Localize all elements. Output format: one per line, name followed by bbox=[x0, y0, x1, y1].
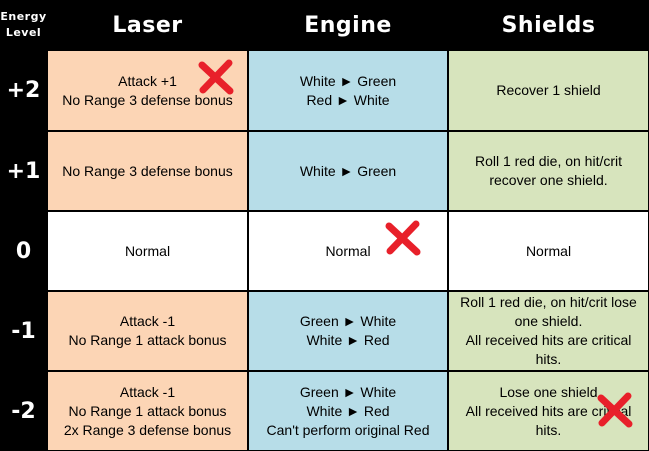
cell-line: Normal bbox=[525, 242, 572, 259]
cell-line: All received hits are critical bbox=[465, 332, 632, 348]
cell-line: hits. bbox=[535, 351, 562, 367]
level-label: +1 bbox=[0, 131, 47, 211]
engine-cell: White ► Green Red ► White bbox=[248, 50, 448, 131]
red-x-mark-icon bbox=[198, 59, 234, 95]
level-label: 0 bbox=[0, 211, 47, 291]
cell-line: recover one shield. bbox=[489, 172, 608, 188]
level-label: -2 bbox=[0, 371, 47, 451]
cell-line: Recover 1 shield bbox=[496, 82, 601, 98]
laser-cell: Attack -1 No Range 1 attack bonus bbox=[47, 291, 248, 371]
red-x-mark-icon bbox=[597, 392, 633, 428]
laser-cell: Attack +1 No Range 3 defense bonus bbox=[47, 50, 248, 131]
cell-line: Red ► White bbox=[306, 91, 390, 108]
laser-cell: Normal bbox=[47, 211, 248, 291]
cell-line: White ► Green bbox=[299, 72, 397, 89]
cell-line: No Range 3 defense bonus bbox=[62, 162, 233, 179]
engine-cell: Green ► White White ► Red bbox=[248, 291, 448, 371]
shields-cell: Recover 1 shield bbox=[448, 50, 649, 131]
shields-cell: Normal bbox=[448, 211, 649, 291]
cell-line: one shield. bbox=[514, 313, 583, 329]
cell-line: Roll 1 red die, on hit/crit bbox=[474, 153, 623, 169]
cell-line: White ► Red bbox=[306, 402, 390, 419]
engine-cell: Green ► White White ► Red Can't perform … bbox=[248, 371, 448, 451]
cell-line: No Range 3 defense bonus bbox=[62, 91, 233, 108]
cell-line: White ► Green bbox=[299, 162, 397, 179]
shields-cell: Roll 1 red die, on hit/crit lose one shi… bbox=[448, 291, 649, 371]
cell-line: Green ► White bbox=[299, 313, 397, 329]
cell-line: No Range 1 attack bonus bbox=[68, 402, 227, 419]
cell-line: Green ► White bbox=[299, 383, 397, 400]
cell-line: 2x Range 3 defense bonus bbox=[63, 421, 232, 438]
laser-cell: Attack -1 No Range 1 attack bonus 2x Ran… bbox=[47, 371, 248, 451]
laser-cell: No Range 3 defense bonus bbox=[47, 131, 248, 211]
cell-line: Roll 1 red die, on hit/crit lose bbox=[460, 294, 637, 310]
cell-line: No Range 1 attack bonus bbox=[68, 332, 227, 348]
cell-line: Attack +1 bbox=[118, 72, 177, 89]
header-engine: Engine bbox=[248, 0, 448, 50]
engine-cell: White ► Green bbox=[248, 131, 448, 211]
cell-line: Attack -1 bbox=[119, 383, 176, 400]
cell-line: All received hits are critical bbox=[465, 402, 632, 419]
cell-line: Normal bbox=[325, 242, 371, 259]
header-shields: Shields bbox=[448, 0, 649, 50]
header-energy-level: Energy Level bbox=[0, 0, 47, 50]
cell-line: Can't perform original Red bbox=[266, 421, 430, 438]
shields-cell: Lose one shield All received hits are cr… bbox=[448, 371, 649, 451]
shields-cell: Roll 1 red die, on hit/crit recover one … bbox=[448, 131, 649, 211]
cell-line: Normal bbox=[124, 242, 171, 259]
cell-line: Lose one shield bbox=[499, 383, 598, 400]
header-energy-line2: Level bbox=[5, 26, 42, 39]
red-x-mark-icon bbox=[385, 220, 421, 256]
level-label: +2 bbox=[0, 50, 47, 131]
header-energy-line1: Energy bbox=[0, 10, 47, 23]
cell-line: Attack -1 bbox=[119, 313, 176, 329]
header-laser: Laser bbox=[47, 0, 248, 50]
level-label: -1 bbox=[0, 291, 47, 371]
cell-line: White ► Red bbox=[306, 332, 390, 348]
cell-line: hits. bbox=[535, 421, 562, 438]
engine-cell: Normal bbox=[248, 211, 448, 291]
